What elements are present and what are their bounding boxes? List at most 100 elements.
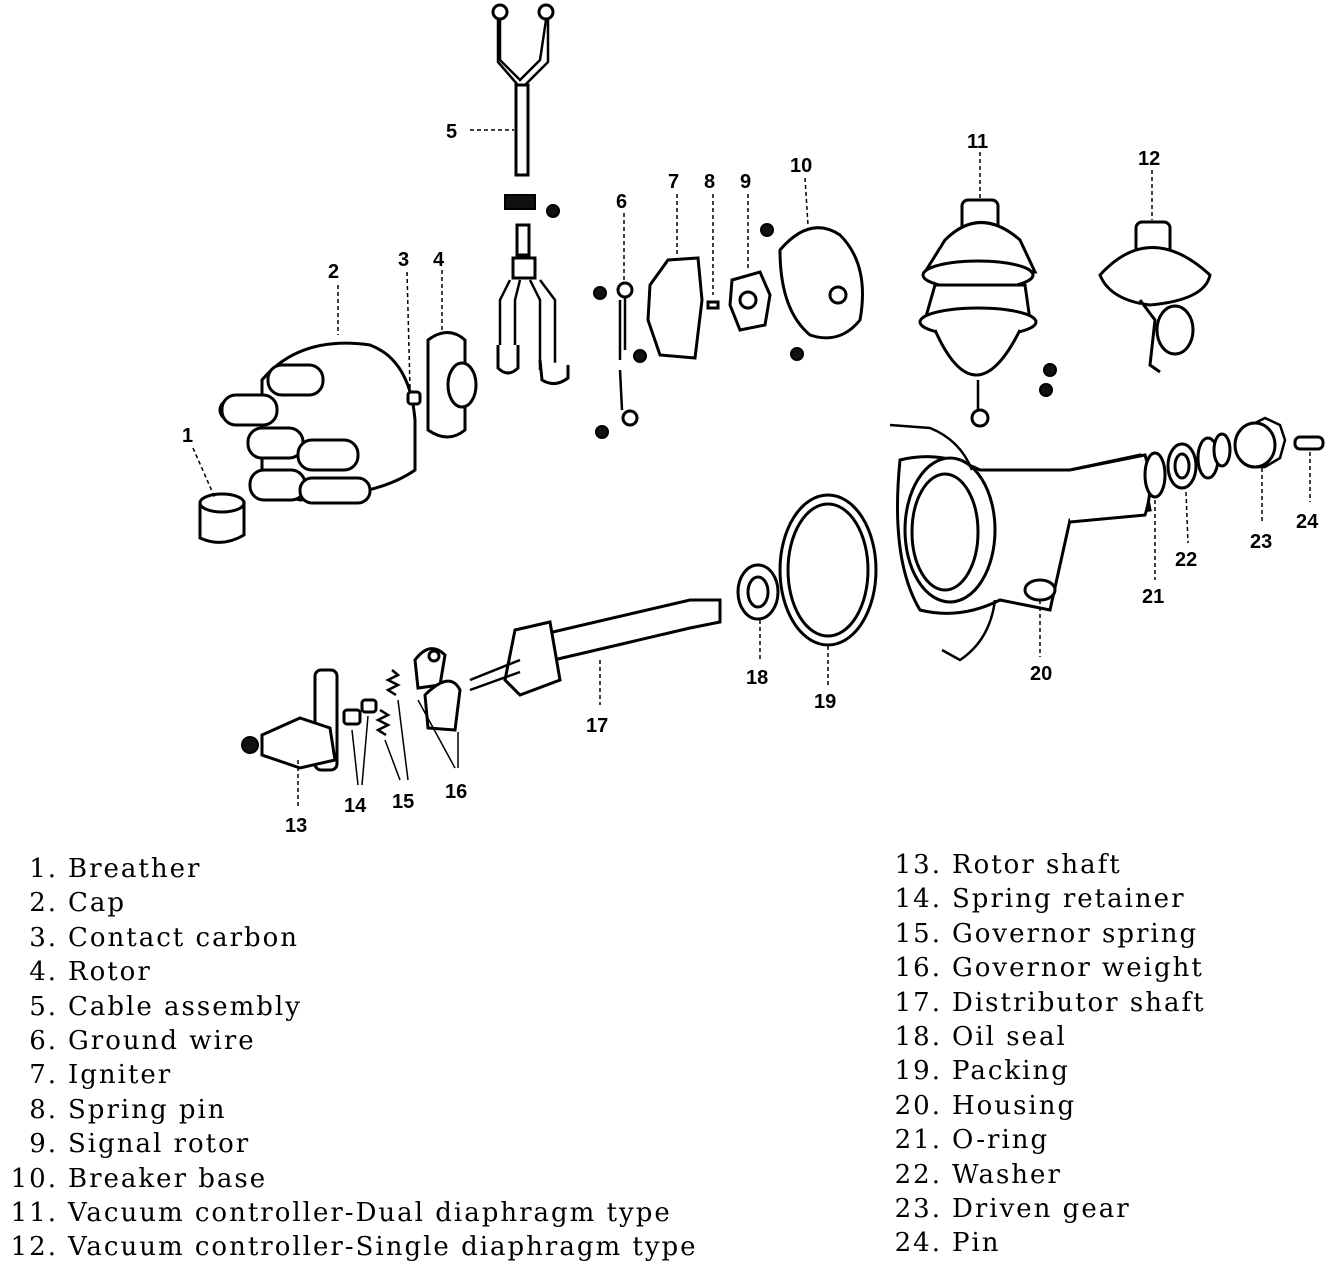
- legend-label: Washer: [952, 1159, 1062, 1190]
- legend-item: 20.Housing: [880, 1089, 1206, 1123]
- legend-number: 21.: [894, 1125, 942, 1156]
- vacuum-controller-single-part: [1098, 220, 1212, 374]
- distributor-shaft-part: [469, 598, 722, 697]
- legend-label: Distributor shaft: [952, 987, 1206, 1018]
- breaker-base-part: [760, 223, 864, 361]
- legend-label: Spring retainer: [952, 884, 1186, 915]
- legend-number: 6.: [29, 1025, 58, 1056]
- legend-label: Breather: [68, 854, 202, 884]
- legend-number: 9.: [29, 1129, 58, 1160]
- legend-item: 1. Breather: [0, 852, 698, 886]
- rotor-part: [426, 331, 478, 439]
- legend-number: 19.: [894, 1056, 942, 1087]
- callout-3: 3: [398, 249, 409, 271]
- washer-part: [1166, 432, 1232, 490]
- callout-16: 16: [445, 781, 467, 803]
- legend-label: Spring pin: [68, 1094, 227, 1125]
- legend-number: 18.: [894, 1021, 942, 1052]
- pin-part: [1293, 435, 1325, 451]
- parts-legend-left: 1. Breather 2.Cap 3.Contact carbon 4. Roto…: [0, 852, 698, 1265]
- legend-number: 12.: [10, 1232, 58, 1263]
- callout-22: 22: [1175, 549, 1197, 571]
- signal-rotor-part: [728, 270, 772, 332]
- legend-label: Housing: [952, 1090, 1077, 1121]
- igniter-part: [633, 256, 704, 363]
- legend-label: Igniter: [68, 1060, 173, 1091]
- legend-label: Breaker base: [68, 1163, 268, 1194]
- callout-12: 12: [1138, 148, 1160, 170]
- legend-label: Ground wire: [68, 1025, 256, 1056]
- housing-part: [889, 423, 1152, 662]
- legend-number: 14.: [894, 884, 942, 915]
- legend-number: 22.: [894, 1159, 942, 1190]
- legend-number: 10.: [10, 1163, 58, 1194]
- callout-11: 11: [967, 131, 988, 153]
- legend-number: 24.: [894, 1228, 942, 1259]
- callout-15: 15: [392, 791, 414, 813]
- legend-number: 13.: [894, 850, 942, 880]
- vacuum-controller-dual-part: [918, 198, 1057, 428]
- legend-item: 13. Rotor shaft: [880, 848, 1206, 882]
- oil-seal-part: [736, 563, 780, 621]
- contact-carbon-part: [406, 390, 422, 406]
- callout-13: 13: [285, 815, 307, 837]
- legend-item: 3.Contact carbon: [0, 921, 698, 955]
- breather-part: [198, 492, 246, 544]
- legend-label: Oil seal: [952, 1021, 1067, 1052]
- legend-label: Vacuum controller-Single diaphragm type: [68, 1232, 698, 1263]
- legend-item: 7. Igniter: [0, 1058, 698, 1092]
- legend-number: 1.: [29, 854, 58, 884]
- legend-number: 5.: [29, 991, 58, 1022]
- legend-label: O-ring: [952, 1125, 1050, 1156]
- callout-24: 24: [1296, 511, 1319, 533]
- legend-item: 12. Vacuum controller-Single diaphragm ty…: [0, 1230, 698, 1264]
- legend-item: 16. Governor weight: [880, 951, 1206, 985]
- legend-item: 10. Breaker base: [0, 1162, 698, 1196]
- legend-item: 15.Governor spring: [880, 917, 1206, 951]
- rotor-shaft-part: [241, 668, 339, 772]
- legend-number: 2.: [29, 888, 58, 919]
- callout-23: 23: [1250, 531, 1272, 553]
- legend-number: 7.: [29, 1060, 58, 1091]
- legend-label: Governor weight: [952, 953, 1204, 984]
- legend-number: 17.: [894, 987, 942, 1018]
- legend-item: 24. Pin: [880, 1226, 1206, 1260]
- legend-label: Cable assembly: [68, 991, 302, 1022]
- callout-9: 9: [740, 171, 751, 193]
- legend-number: 8.: [29, 1094, 58, 1125]
- callout-7: 7: [668, 171, 679, 193]
- legend-item: 19. Packing: [880, 1054, 1206, 1088]
- callout-8: 8: [704, 171, 715, 193]
- legend-item: 5. Cable assembly: [0, 990, 698, 1024]
- legend-item: 18. Oil seal: [880, 1020, 1206, 1054]
- legend-label: Pin: [952, 1228, 1001, 1259]
- legend-number: 16.: [894, 953, 942, 984]
- legend-label: Vacuum controller-Dual diaphragm type: [68, 1197, 672, 1228]
- exploded-distributor-diagram: 1 2 3 4 5: [182, 3, 1325, 837]
- driven-gear-part: [1233, 416, 1287, 469]
- cap-part: [218, 341, 417, 505]
- callout-2: 2: [328, 261, 339, 283]
- legend-item: 22. Washer: [880, 1158, 1206, 1192]
- spring-retainer-part: [342, 698, 378, 726]
- legend-item: 2.Cap: [0, 886, 698, 920]
- callout-20: 20: [1030, 663, 1052, 685]
- legend-label: Governor spring: [952, 918, 1199, 949]
- legend-number: 4.: [29, 957, 58, 988]
- legend-label: Rotor: [68, 957, 152, 988]
- callout-6: 6: [616, 191, 627, 213]
- legend-item: 23.Driven gear: [880, 1192, 1206, 1226]
- governor-spring-part: [375, 669, 401, 737]
- spring-pin-part: [706, 300, 720, 310]
- legend-label: Rotor shaft: [952, 850, 1122, 880]
- legend-item: 17. Distributor shaft: [880, 986, 1206, 1020]
- callout-19: 19: [814, 691, 836, 713]
- legend-label: Signal rotor: [68, 1129, 251, 1160]
- legend-item: 6. Ground wire: [0, 1024, 698, 1058]
- legend-item: 21. O-ring: [880, 1123, 1206, 1157]
- legend-item: 14. Spring retainer: [880, 882, 1206, 916]
- o-ring-part: [1143, 451, 1167, 499]
- legend-item: 4. Rotor: [0, 955, 698, 989]
- legend-label: Packing: [952, 1056, 1070, 1087]
- callout-18: 18: [746, 667, 768, 689]
